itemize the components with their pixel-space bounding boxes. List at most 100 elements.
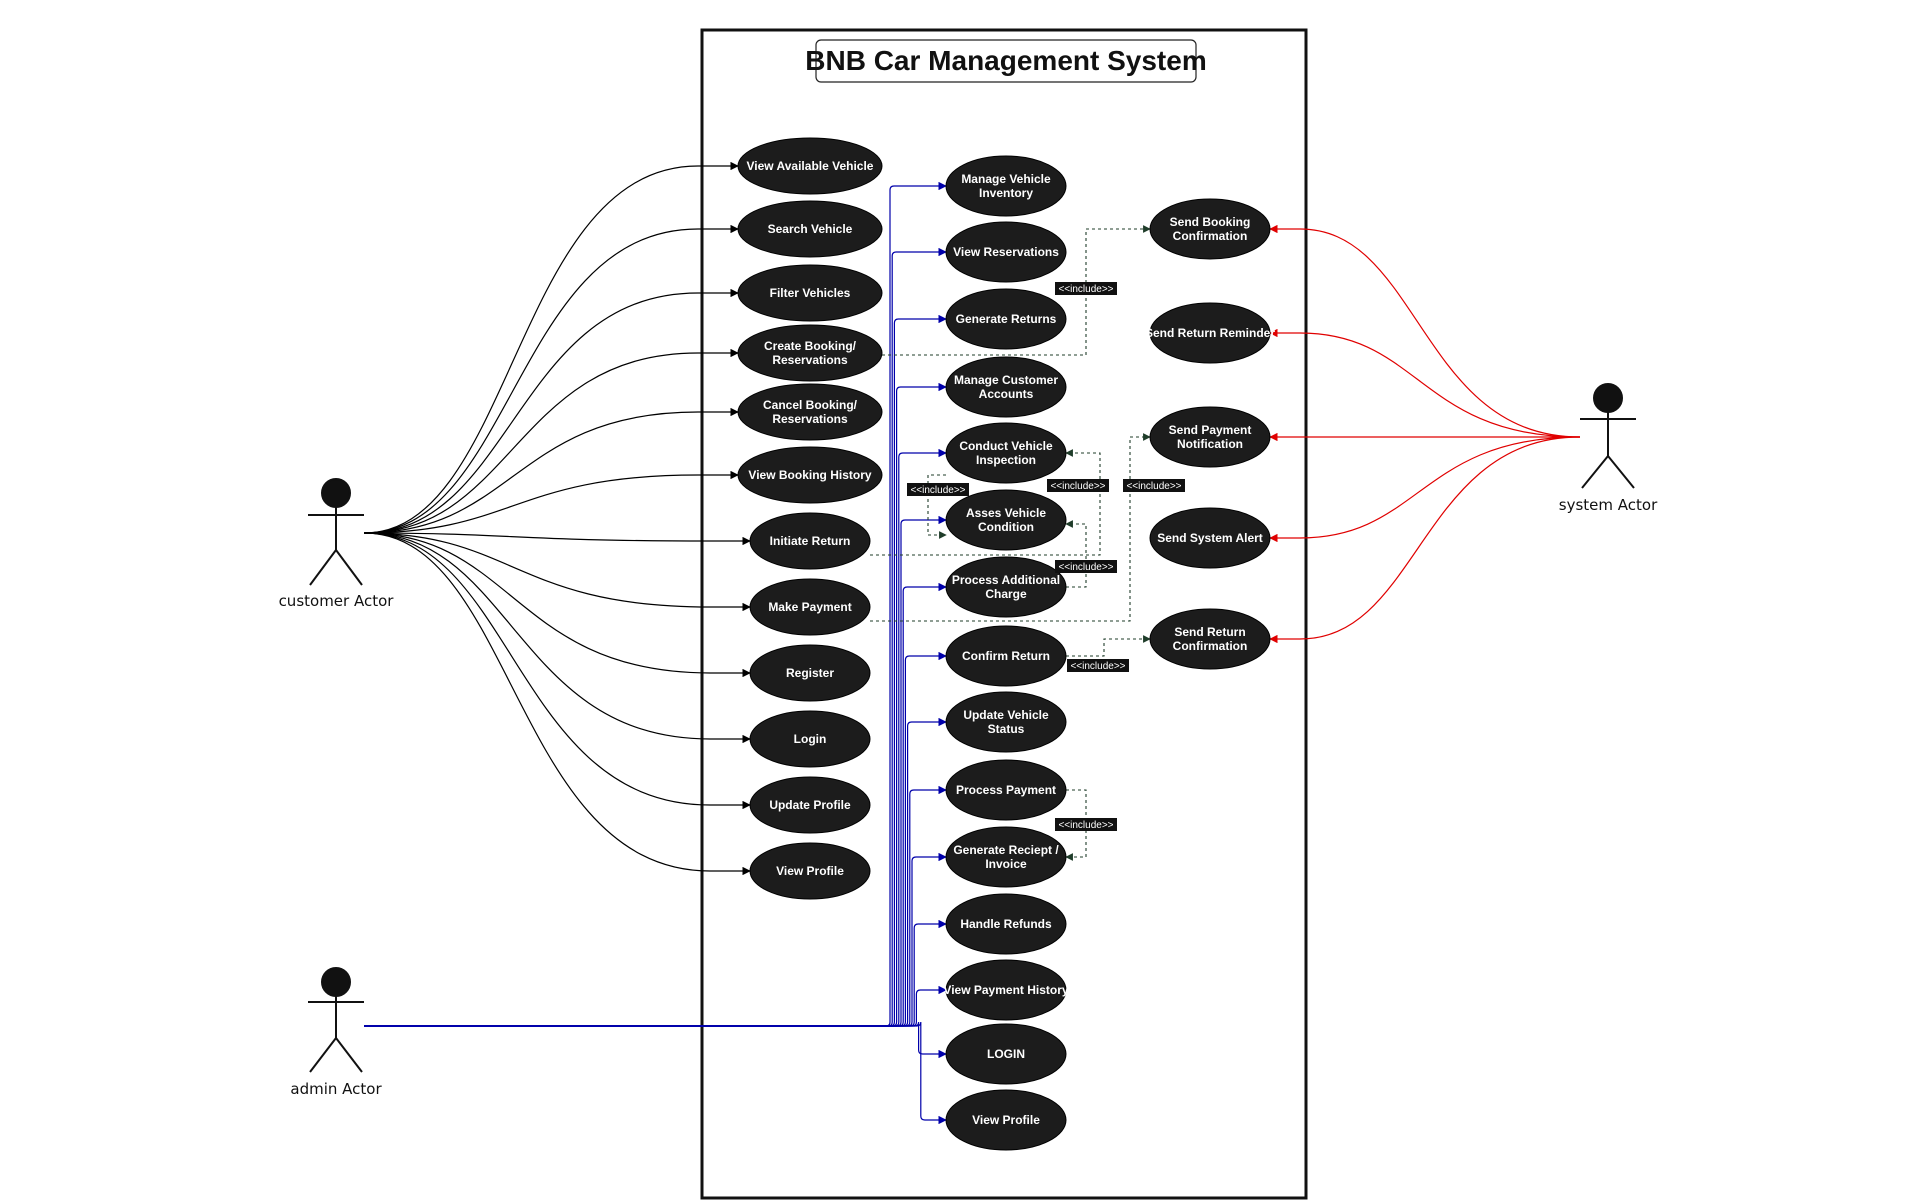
- use-case-ellipse: [945, 221, 1067, 283]
- use-case-label: Initiate Return: [770, 534, 851, 548]
- use-case-c11[interactable]: Update Profile: [749, 776, 871, 834]
- system-boundary: [700, 28, 1308, 1200]
- use-case-ellipse: [749, 710, 871, 768]
- use-case-c7[interactable]: Initiate Return: [749, 512, 871, 570]
- use-case-c6[interactable]: View Booking History: [737, 446, 883, 504]
- system-association-edge: [1269, 224, 1581, 438]
- customer-association-edge: [363, 532, 751, 876]
- admin-association-edge: [364, 785, 947, 1027]
- use-case-c1[interactable]: View Available Vehicle: [737, 137, 883, 195]
- customer-actor[interactable]: [308, 478, 364, 586]
- include-label-text: <<include>>: [1126, 481, 1181, 492]
- use-case-label: LOGIN: [987, 1047, 1025, 1061]
- use-case-label: Send System Alert: [1157, 531, 1263, 545]
- use-case-c8[interactable]: Make Payment: [749, 578, 871, 636]
- admin-actor-label: admin Actor: [290, 1080, 382, 1098]
- include-label: <<include>>: [1067, 659, 1129, 672]
- use-case-label: Search Vehicle: [768, 222, 853, 236]
- include-edge: [1066, 635, 1151, 657]
- use-case-label: Send Return Reminder: [1145, 326, 1275, 340]
- admin-association-edge: [364, 651, 947, 1027]
- use-case-label: View Payment History: [943, 983, 1068, 997]
- customer-association-edge: [363, 407, 739, 534]
- include-edge: [927, 474, 947, 539]
- use-case-ellipse: [737, 446, 883, 504]
- use-case-ellipse: [945, 959, 1067, 1021]
- admin-association-edge: [364, 1021, 947, 1059]
- use-case-ellipse: [749, 512, 871, 570]
- use-case-c12[interactable]: View Profile: [749, 842, 871, 900]
- use-case-a14[interactable]: LOGIN: [945, 1023, 1067, 1085]
- use-case-a15[interactable]: View Profile: [945, 1089, 1067, 1151]
- use-case-label: Make Payment: [768, 600, 851, 614]
- use-case-ellipse: [945, 1023, 1067, 1085]
- use-case-a13[interactable]: View Payment History: [943, 959, 1069, 1021]
- use-case-ellipse: [737, 200, 883, 258]
- include-edge: [1065, 789, 1087, 861]
- system-association-edge: [1269, 436, 1581, 644]
- include-label-text: <<include>>: [1050, 481, 1105, 492]
- customer-association-edge: [363, 532, 751, 810]
- use-case-label: Handle Refunds: [960, 917, 1052, 931]
- include-label-text: <<include>>: [1058, 284, 1113, 295]
- use-case-a10[interactable]: Process Payment: [945, 759, 1067, 821]
- use-case-c2[interactable]: Search Vehicle: [737, 200, 883, 258]
- use-case-label: Process Payment: [956, 783, 1056, 797]
- include-labels: <<include>> <<include>> <<include>> <<inclu…: [907, 282, 1185, 831]
- use-case-a2[interactable]: View Reservations: [945, 221, 1067, 283]
- include-label: <<include>>: [1055, 818, 1117, 831]
- use-case-a8[interactable]: Confirm Return: [945, 625, 1067, 687]
- use-case-label: Confirm Return: [962, 649, 1050, 663]
- use-case-ellipse: [945, 691, 1067, 753]
- use-case-ellipse: [945, 356, 1067, 418]
- use-case-a11[interactable]: Generate Reciept /Invoice: [945, 826, 1067, 888]
- use-case-label: View Profile: [776, 864, 844, 878]
- customer-association-edge: [363, 161, 739, 534]
- use-case-c4[interactable]: Create Booking/Reservations: [737, 324, 883, 382]
- use-case-s2[interactable]: Send Return Reminder: [1145, 302, 1275, 364]
- use-case-ellipse: [749, 776, 871, 834]
- use-case-ellipse: [945, 556, 1067, 618]
- include-label: <<include>>: [1123, 479, 1185, 492]
- use-case-a12[interactable]: Handle Refunds: [945, 893, 1067, 955]
- use-case-label: View Reservations: [953, 245, 1059, 259]
- use-case-a3[interactable]: Generate Returns: [945, 288, 1067, 350]
- use-case-s4[interactable]: Send System Alert: [1149, 507, 1271, 569]
- use-case-c3[interactable]: Filter Vehicles: [737, 264, 883, 322]
- use-case-label: View Booking History: [748, 468, 871, 482]
- use-case-label: Filter Vehicles: [770, 286, 851, 300]
- system-actor[interactable]: [1580, 383, 1636, 489]
- customer-association-edge: [363, 288, 739, 534]
- customer-association-edge: [363, 470, 739, 534]
- customer-actor-label: customer Actor: [279, 592, 395, 610]
- use-case-c10[interactable]: Login: [749, 710, 871, 768]
- use-case-ellipse: [1149, 507, 1271, 569]
- use-case-c9[interactable]: Register: [749, 644, 871, 702]
- use-case-ellipse: [737, 324, 883, 382]
- actor-head-icon: [321, 967, 351, 997]
- include-label: <<include>>: [1047, 479, 1109, 492]
- include-label: <<include>>: [1055, 282, 1117, 295]
- customer-association-edge: [363, 532, 751, 744]
- customer-association-edge: [363, 224, 739, 534]
- use-case-c5[interactable]: Cancel Booking/Reservations: [737, 383, 883, 441]
- use-case-ellipse: [945, 489, 1067, 551]
- use-case-ellipse: [1149, 302, 1271, 364]
- admin-actor[interactable]: [308, 967, 364, 1073]
- use-case-ellipse: [945, 893, 1067, 955]
- include-label: <<include>>: [907, 483, 969, 496]
